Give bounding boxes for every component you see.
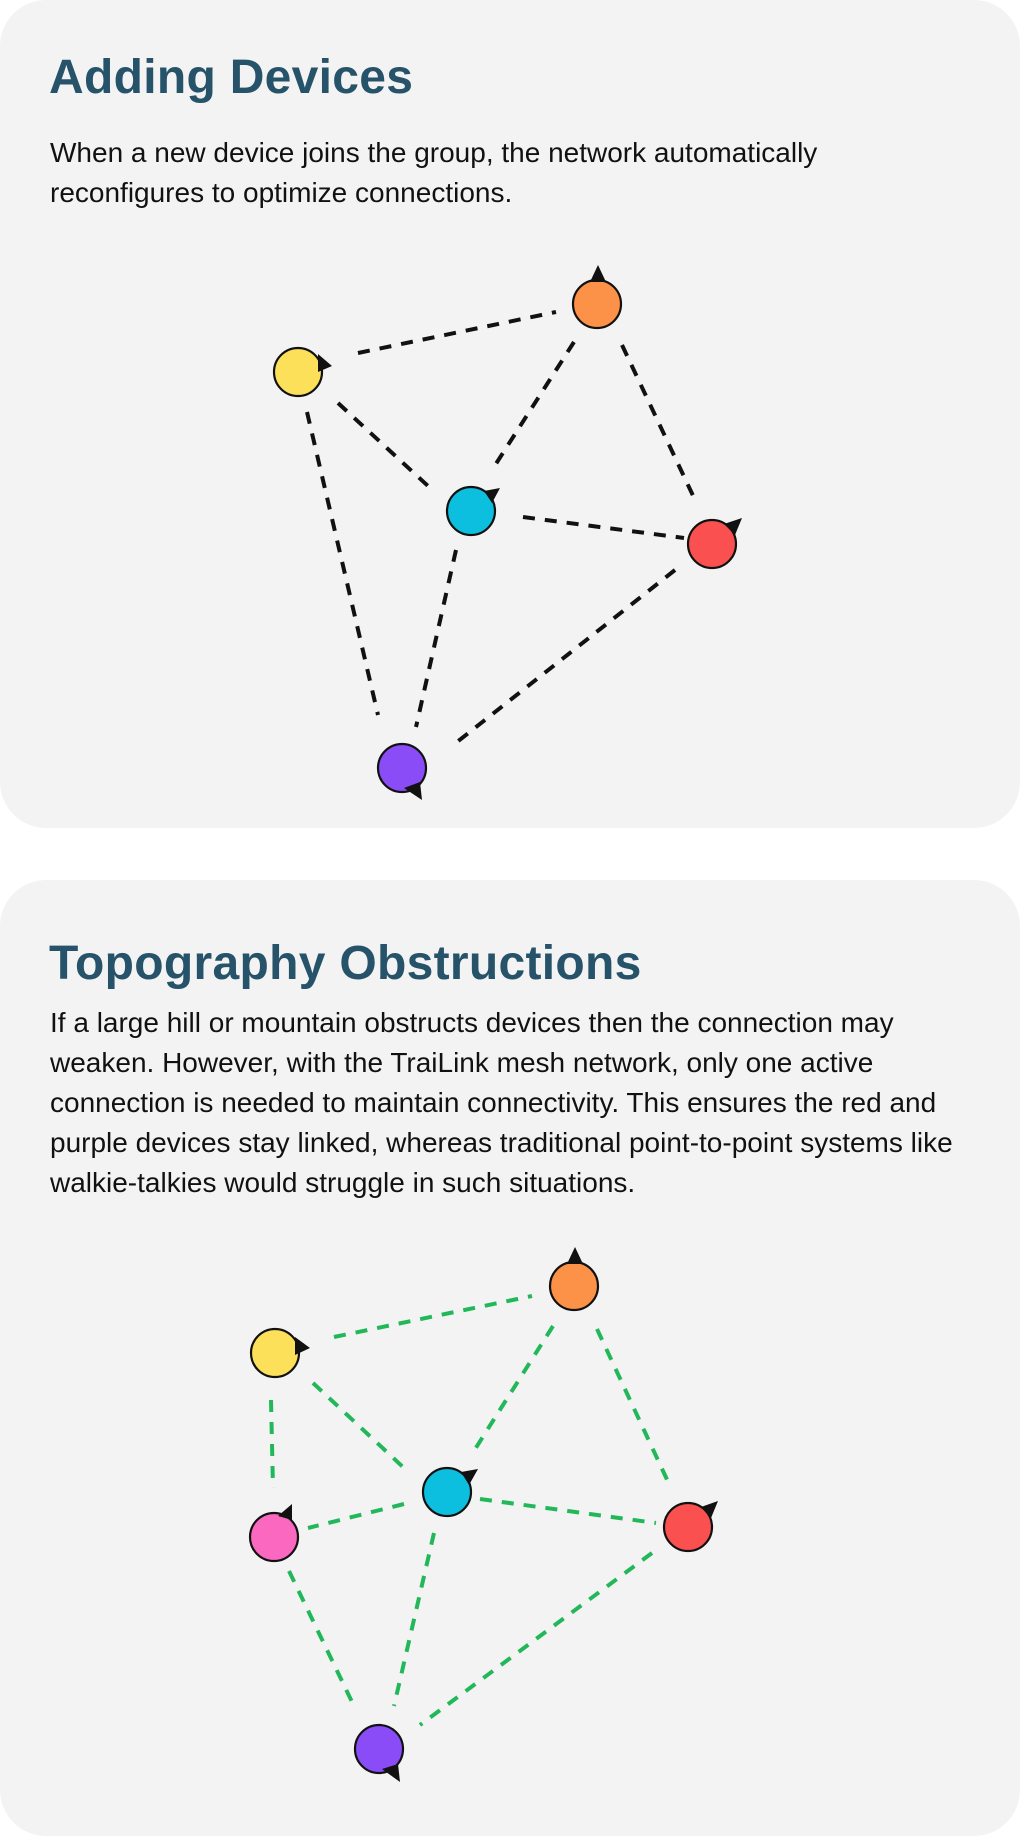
direction-marker	[461, 1469, 478, 1485]
section-description: When a new device joins the group, the n…	[50, 137, 818, 208]
direction-marker	[567, 1247, 583, 1264]
device-pink-dot	[248, 1511, 300, 1563]
direction-marker	[382, 1764, 400, 1782]
link-cyan-red	[522, 515, 685, 540]
device-pink	[248, 1504, 300, 1563]
device-orange-dot	[548, 1260, 600, 1312]
device-cyan-dot	[421, 1466, 473, 1518]
device-orange-dot	[571, 278, 623, 330]
device-orange	[548, 1247, 600, 1312]
direction-marker	[318, 354, 332, 372]
link-yellow-cyan	[336, 401, 430, 488]
section-description: If a large hill or mountain obstructs de…	[50, 1007, 953, 1198]
link-yellow-orange	[357, 310, 557, 355]
topography-obstructions-card: Topography Obstructions If a large hill …	[0, 880, 1020, 1836]
link-orange-red	[595, 1328, 672, 1487]
direction-marker	[590, 265, 606, 282]
link-red-purple	[450, 568, 677, 748]
link-orange-cyan	[470, 1324, 555, 1456]
link-orange-cyan	[490, 340, 576, 472]
link-yellow-pink	[269, 1399, 275, 1489]
link-red-purple	[418, 1551, 654, 1727]
direction-marker	[404, 782, 422, 800]
direction-marker	[295, 1337, 310, 1355]
direction-marker	[701, 1501, 718, 1518]
link-pink-purple	[287, 1570, 356, 1707]
link-yellow-cyan	[311, 1381, 406, 1470]
mesh-network-diagram	[248, 1247, 718, 1782]
device-red-dot	[686, 518, 738, 570]
device-purple	[353, 1723, 405, 1782]
device-purple-dot	[376, 742, 428, 794]
device-yellow	[272, 346, 332, 398]
adding-devices-card: Adding Devices When a new device joins t…	[0, 0, 1020, 828]
device-yellow-dot	[249, 1327, 301, 1379]
device-orange	[571, 265, 623, 330]
direction-marker	[278, 1504, 292, 1520]
link-yellow-purple	[305, 411, 380, 716]
mesh-network-diagram	[272, 265, 742, 800]
section-title: Topography Obstructions	[49, 937, 642, 990]
section-title: Adding Devices	[49, 51, 414, 104]
link-cyan-purple	[414, 549, 458, 728]
device-purple	[376, 742, 428, 800]
link-cyan-pink	[307, 1502, 405, 1530]
direction-marker	[484, 488, 500, 503]
direction-marker	[724, 518, 742, 535]
link-cyan-purple	[392, 1532, 436, 1707]
device-red	[686, 518, 742, 570]
device-cyan	[445, 485, 500, 537]
link-cyan-red	[479, 1497, 657, 1525]
device-yellow-dot	[272, 346, 324, 398]
device-red-dot	[662, 1501, 714, 1553]
device-purple-dot	[353, 1723, 405, 1775]
link-orange-red	[620, 344, 698, 503]
device-red	[662, 1501, 718, 1553]
device-cyan-dot	[445, 485, 497, 537]
device-yellow	[249, 1327, 310, 1379]
device-cyan	[421, 1466, 478, 1518]
link-yellow-orange	[333, 1294, 533, 1339]
